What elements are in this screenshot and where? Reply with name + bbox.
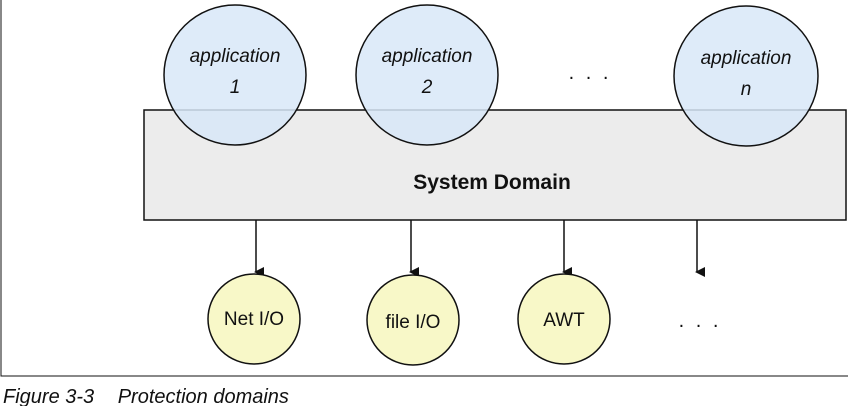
application-circle-2: application 2 [355,4,499,146]
resource-label: Net I/O [224,309,284,330]
application-circle-n: application n [673,5,819,147]
figure-caption: Figure 3-3 Protection domains [3,386,289,406]
applications-ellipsis: . . . [569,62,612,84]
resource-label: file I/O [386,312,441,333]
resource-net-io: Net I/O [207,273,301,365]
resource-file-io: file I/O [366,274,460,366]
application-number: 1 [230,77,241,98]
figure-frame [0,0,848,377]
application-circle-1: application 1 [163,4,307,146]
application-label: application [382,46,473,67]
application-number: 2 [421,77,433,98]
figure-title: Protection domains [118,386,289,406]
application-label: application [701,48,792,69]
resource-awt: AWT [517,273,611,365]
application-label: application [190,46,281,67]
system-domain-label: System Domain [413,171,571,194]
figure-number: Figure 3-3 [3,386,94,406]
resources-ellipsis: . . . [679,310,722,332]
application-number: n [741,79,752,100]
resource-label: AWT [543,310,585,331]
